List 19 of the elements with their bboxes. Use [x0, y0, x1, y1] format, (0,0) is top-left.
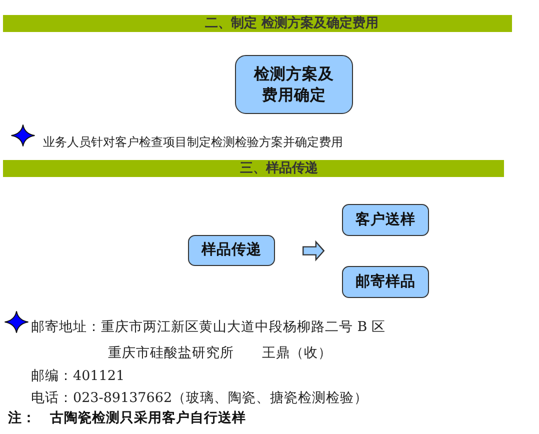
- description-text: 业务人员针对客户检查项目制定检测检验方案并确定费用: [43, 135, 343, 150]
- address-text: 电话：023-89137662（玻璃、陶瓷、搪瓷检测检验）: [31, 390, 368, 406]
- box-label: 检测方案及费用确定: [252, 64, 335, 105]
- section-heading: 二、制定 检测方案及确定费用: [205, 15, 379, 32]
- process-box: [342, 204, 429, 236]
- box-label: 邮寄样品: [354, 272, 416, 292]
- address-text: 邮编：401121: [31, 368, 125, 384]
- box-label: 样品传递: [200, 241, 262, 260]
- process-box: [235, 55, 353, 114]
- process-box: [342, 266, 429, 298]
- address-text: 重庆市硅酸盐研究所 王鼎（收）: [108, 345, 332, 362]
- process-box: [188, 235, 275, 266]
- section-header-band: [3, 15, 512, 32]
- address-text: 邮寄地址：重庆市两江新区黄山大道中段杨柳路二号 B 区: [31, 319, 386, 336]
- section-header-band: [3, 160, 504, 177]
- block-arrow: [302, 240, 325, 262]
- box-label: 客户送样: [354, 210, 416, 230]
- section-heading: 三、样品传递: [240, 160, 318, 177]
- note-text: 注： 古陶瓷检测只采用客户自行送样: [8, 410, 246, 426]
